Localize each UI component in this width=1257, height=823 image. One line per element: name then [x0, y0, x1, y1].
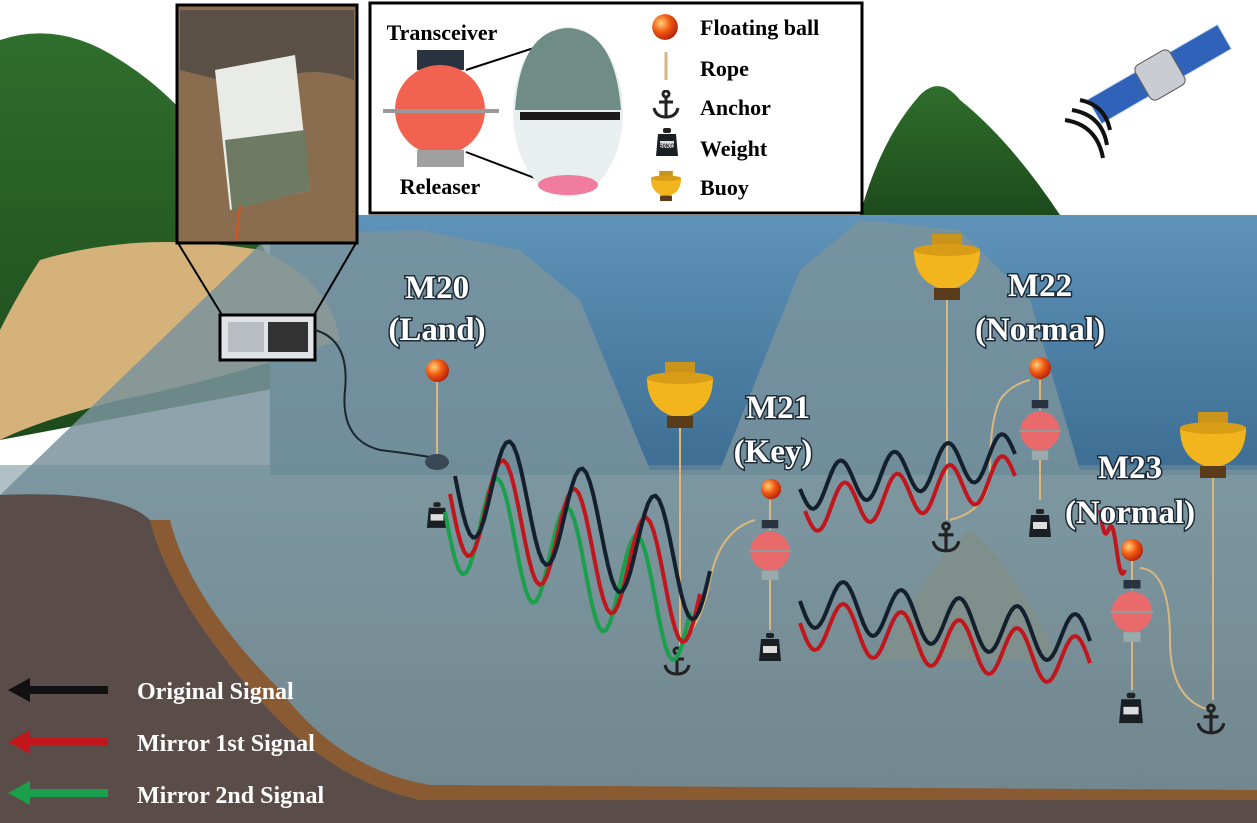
transceiver-label: Transceiver [387, 20, 498, 45]
mirror1-signal-m21-m23 [798, 602, 1092, 684]
releaser-block [417, 150, 464, 167]
shore-cable [314, 329, 436, 459]
m20-type-label: (Land) [388, 312, 485, 348]
m20-floating-ball [426, 359, 449, 382]
m20-transceiver [425, 454, 449, 470]
m21-label: M21 [746, 390, 810, 426]
m23-type-label: (Normal) [1065, 495, 1195, 531]
m23-label: M23 [1098, 450, 1162, 486]
legend-mirror1-label: Mirror 1st Signal [137, 731, 315, 757]
m22-label: M22 [1008, 268, 1072, 304]
legend-mirror2-arrow [8, 781, 108, 805]
legend-original-label: Original Signal [137, 679, 294, 705]
mirror1-signal-m22-m23 [1098, 509, 1127, 576]
mirror1-signal-m21-m22 [803, 454, 1017, 533]
device-photo [513, 27, 623, 197]
original-signal-m21-m23 [798, 580, 1092, 662]
legend-mirror1-arrow [8, 730, 108, 754]
floating-ball-icon [652, 14, 678, 40]
legend-mirror2-label: Mirror 2nd Signal [137, 783, 324, 809]
weight-icon-text: 50KG [659, 144, 675, 150]
legend-buoy: Buoy [700, 175, 749, 200]
legend-floating-ball: Floating ball [700, 15, 819, 40]
original-signal-m20-m21 [453, 439, 712, 622]
signal-paths [443, 432, 1127, 684]
transceiver-block [417, 50, 464, 70]
legend-weight: Weight [700, 136, 768, 161]
legend-rope: Rope [700, 56, 749, 81]
zoom-line-left [177, 242, 223, 316]
right-mountain-peak [860, 86, 1060, 215]
device-legend-box: Transceiver Releaser 50KG Floating ball … [368, 1, 864, 215]
m22-floating-ball [1029, 357, 1051, 379]
signal-legend: Original Signal Mirror 1st Signal Mirror… [8, 678, 324, 809]
m23-floating-ball [1121, 539, 1143, 561]
station-photo [175, 3, 359, 245]
m20-label: M20 [405, 270, 469, 306]
m21-type-label: (Key) [734, 434, 813, 470]
shore-station [218, 313, 317, 362]
satellite-icon [1064, 23, 1233, 159]
releaser-label: Releaser [400, 174, 481, 199]
zoom-line-right [313, 242, 357, 316]
legend-anchor: Anchor [700, 95, 771, 120]
m21-floating-ball [760, 478, 782, 500]
original-signal-m21-m22 [798, 432, 1017, 511]
m22-type-label: (Normal) [975, 312, 1105, 348]
legend-original-arrow [8, 678, 108, 702]
seabed-left [0, 494, 1257, 823]
